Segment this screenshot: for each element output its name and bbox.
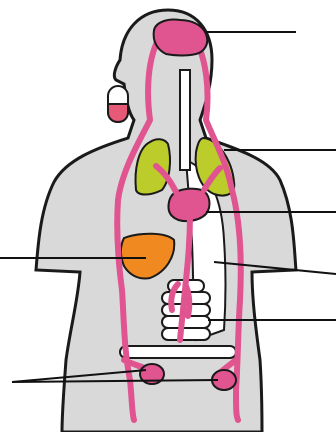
torso-outline xyxy=(36,10,296,432)
brain xyxy=(154,19,208,55)
body-silhouette xyxy=(36,10,296,432)
pill-capsule-icon xyxy=(108,86,128,122)
colon-band xyxy=(120,346,236,358)
trachea xyxy=(180,70,190,170)
intestine-loop-5 xyxy=(162,328,210,340)
